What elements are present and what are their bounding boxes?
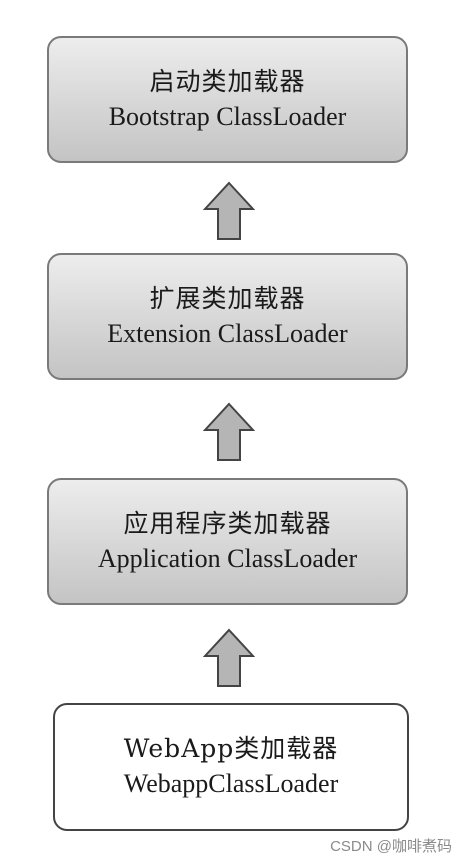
up-arrow-icon [203, 628, 255, 687]
extension-label-zh: 扩展类加载器 [149, 283, 306, 313]
bootstrap-label-zh: 启动类加载器 [149, 66, 306, 96]
bootstrap-label-en: Bootstrap ClassLoader [108, 101, 347, 131]
application-classloader-box: 应用程序类加载器 Application ClassLoader [47, 478, 408, 605]
application-label-zh: 应用程序类加载器 [123, 508, 332, 538]
bootstrap-classloader-box: 启动类加载器 Bootstrap ClassLoader [47, 36, 408, 163]
watermark: CSDN @咖啡煮码 [330, 838, 452, 855]
up-arrow-icon [203, 402, 255, 461]
application-label-en: Application ClassLoader [97, 543, 358, 573]
extension-classloader-box: 扩展类加载器 Extension ClassLoader [47, 253, 408, 380]
webapp-label-zh: WebApp类加载器 [123, 734, 339, 763]
up-arrow-icon [203, 181, 255, 240]
webapp-classloader-box: WebApp类加载器 WebappClassLoader [53, 703, 409, 831]
extension-label-en: Extension ClassLoader [107, 318, 348, 348]
webapp-label-en: WebappClassLoader [123, 769, 339, 798]
